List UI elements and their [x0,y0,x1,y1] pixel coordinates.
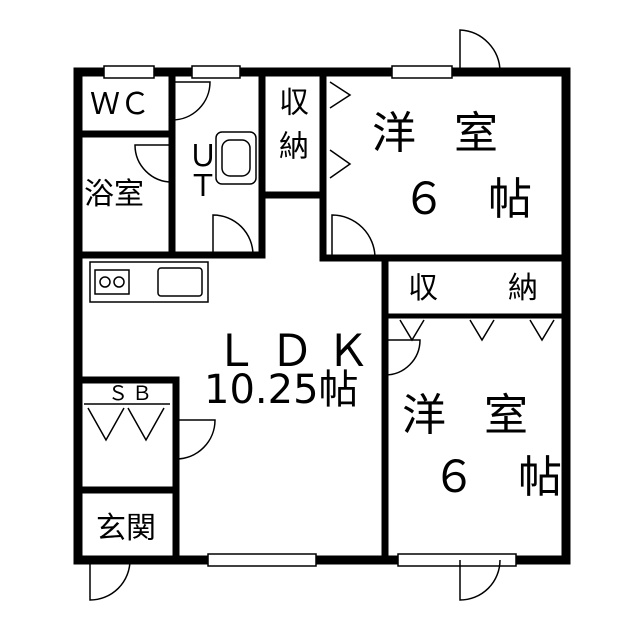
window-bedroom2 [397,553,517,567]
door-wc [171,81,211,121]
door-balcony-top [459,29,501,73]
stove [94,269,130,295]
closet-door-top-2 [329,149,352,179]
closet-door-top-1 [329,81,352,109]
closet2-door-1 [399,319,425,342]
window-wc [103,65,155,79]
door-ut [212,214,254,256]
closet2-door-3 [529,319,555,342]
washbasin-bowl [221,139,251,177]
room-label-storage-mid-left: 収 [408,271,438,306]
sb-door [87,407,165,442]
room-label-bedroom1-size: ６ 帖 [402,174,546,225]
room-label-ldk-size: 10.25帖 [204,367,359,413]
door-bath [134,144,173,183]
room-label-bath: 浴室 [84,177,144,212]
burner-1 [99,276,111,288]
window-ldk [207,553,317,567]
window-bedroom1 [391,65,453,79]
room-label-storage-mid-right: 納 [508,271,538,306]
door-bedroom1 [331,214,376,259]
door-entrance-inner [175,419,216,460]
room-label-bedroom2-size: ６ 帖 [432,452,576,503]
room-label-ldk-name: ＬＤＫ [214,326,382,377]
room-label-bedroom2-name: 洋 室 [402,390,540,441]
washbasin [215,131,257,185]
window-ut [191,65,241,79]
room-label-storage-top: 収納 [273,86,308,174]
kitchen-sink [157,267,203,297]
room-label-bedroom1-name: 洋 室 [372,108,510,159]
closet2-door-2 [469,319,495,342]
room-label-entrance: 玄関 [96,511,156,546]
room-label-sb: ＳＢ [108,381,156,405]
kitchen-counter [89,261,209,303]
door-entrance-outer [89,559,131,601]
burner-2 [113,276,125,288]
room-label-ut: ＵＴ [182,140,217,200]
wall-sb-top [74,376,180,564]
room-label-wc: ＷＣ [90,87,150,122]
door-balcony-bottom [459,559,501,601]
door-bedroom2 [384,339,421,376]
